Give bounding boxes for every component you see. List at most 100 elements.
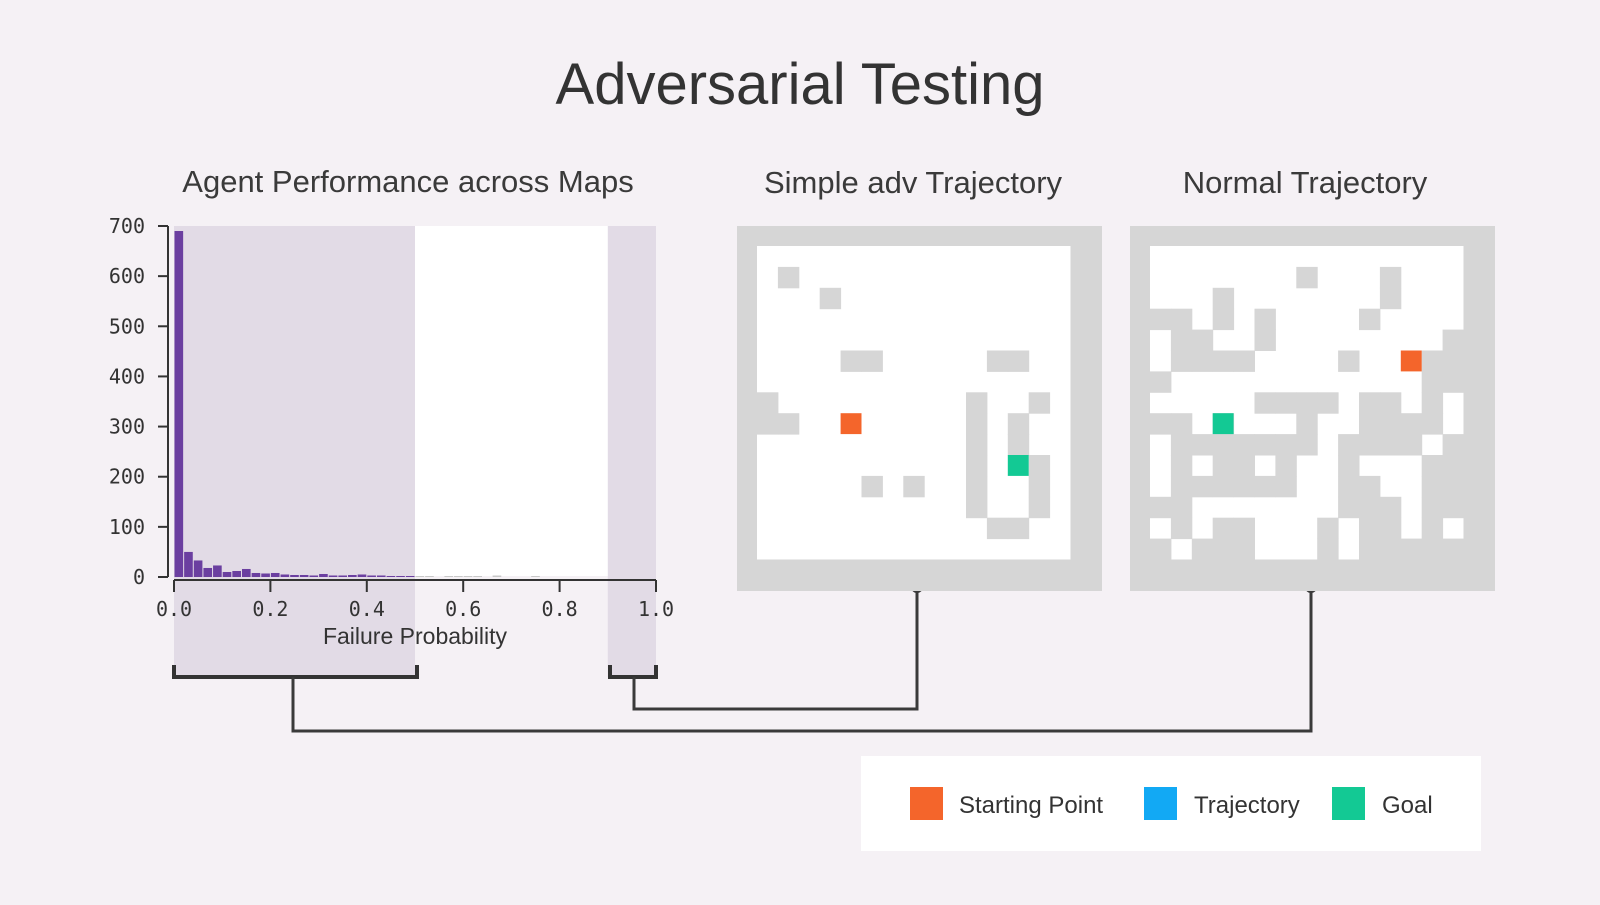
map-wall-cell [1170,475,1193,498]
histogram-bar [184,551,193,577]
map-wall-cell [986,350,1009,372]
map-wall-cell [1007,517,1030,540]
y-tick-label: 200 [109,465,145,489]
histogram-bar [348,574,357,577]
histogram-bar [415,575,425,577]
map-wall-cell [1170,517,1193,540]
histogram-bar [463,576,473,577]
y-tick-label: 600 [109,264,145,288]
map-wall-cell [1379,413,1402,435]
map-wall-cell [1233,350,1255,372]
map-wall-cell [1338,434,1360,456]
map-wall-cell [1254,475,1276,498]
map-wall-cell [1007,434,1030,456]
y-tick-label: 100 [109,515,145,539]
map-wall-cell [1421,517,1444,540]
x-tick-label: 1.0 [638,597,674,621]
map-wall-cell [1296,266,1318,289]
map-wall-cell [1254,392,1276,414]
map-wall-cell [1007,413,1030,435]
histogram-bar [367,575,376,577]
x-axis-label: Failure Probability [323,623,508,649]
map-wall-cell [1028,392,1051,414]
highlight-region-0 [174,226,415,677]
map-wall-cell [777,266,800,289]
connector-high-to-simple [632,587,919,711]
map-wall-cell [966,496,988,519]
map-wall-cell [1150,371,1172,393]
bracket-low-failure [172,665,419,679]
histogram-bar [376,575,386,577]
map-wall-cell [1028,455,1051,477]
histogram-bar [386,575,396,577]
map-wall-cell [1007,350,1030,372]
histogram-bar [396,575,405,577]
map-wall-cell [1191,475,1214,498]
map-wall-cell [1359,308,1381,331]
legend: Starting Point Trajectory Goal [861,756,1481,851]
histogram-bars [174,231,540,577]
map-wall-cell [1233,475,1255,498]
x-tick-label: 0.8 [542,597,578,621]
connectors [291,587,1313,733]
histogram-bar [454,576,463,577]
map-wall-cell [1379,287,1402,310]
map-wall-cell [1359,475,1381,498]
map-wall-cell [1296,434,1318,456]
map-wall-cell [1400,538,1423,560]
map-wall-cell [966,434,988,456]
map-wall-cell [1338,496,1360,519]
map-wall-cell [1379,392,1402,414]
map-wall-cell [1254,329,1276,351]
map-wall-cell [1421,392,1444,414]
map-wall-cell [840,350,862,372]
map-wall-cell [1212,287,1235,310]
map-wall-cell [861,475,883,498]
map-wall-cell [757,392,779,414]
goal-cell [1212,413,1234,435]
legend-swatch-starting-point [910,787,943,820]
y-tick-label: 0 [133,565,145,589]
map-wall-cell [1275,392,1297,414]
histogram-bar [241,568,251,577]
highlight-region-1 [607,226,656,677]
y-tick-label: 500 [109,314,145,338]
map-wall-cell [1421,413,1444,435]
histogram-bar [328,575,338,577]
map-wall-cell [1150,308,1172,331]
histogram-bar [213,565,222,577]
map-wall-cell [1379,434,1402,456]
map-wall-cell [986,517,1009,540]
map-wall-cell [1191,434,1214,456]
map-wall-cell [1212,434,1235,456]
map-wall-cell [1233,538,1255,560]
histogram-bar [309,575,319,577]
map-wall-cell [903,475,925,498]
histogram-bar [405,576,415,577]
normal-map-title: Normal Trajectory [1183,165,1428,200]
map-wall-cell [1379,538,1402,560]
connector-low-to-normal [291,587,1313,733]
map-wall-cell [1317,538,1339,560]
map-wall-cell [1421,371,1444,393]
start-cell [840,413,862,435]
map-wall-cell [1400,434,1423,456]
map-wall-cell [1233,455,1255,477]
x-tick-label: 0.0 [156,597,192,621]
map-wall-cell [1317,517,1339,540]
histogram-bar [531,576,540,577]
map-wall-cell [1421,455,1444,477]
histogram-bar [280,574,290,577]
histogram-bar [290,574,299,577]
map-wall-cell [1212,308,1235,331]
simple-map-title: Simple adv Trajectory [764,165,1063,200]
x-tick-label: 0.4 [349,597,385,621]
histogram-bar [193,560,203,577]
map-wall-cell [1359,538,1381,560]
map-wall-cell [1170,308,1193,331]
map-wall-cell [1191,350,1214,372]
legend-label-starting-point: Starting Point [959,792,1103,819]
map-wall-cell [1212,455,1235,477]
simple-adv-map [737,226,1102,591]
